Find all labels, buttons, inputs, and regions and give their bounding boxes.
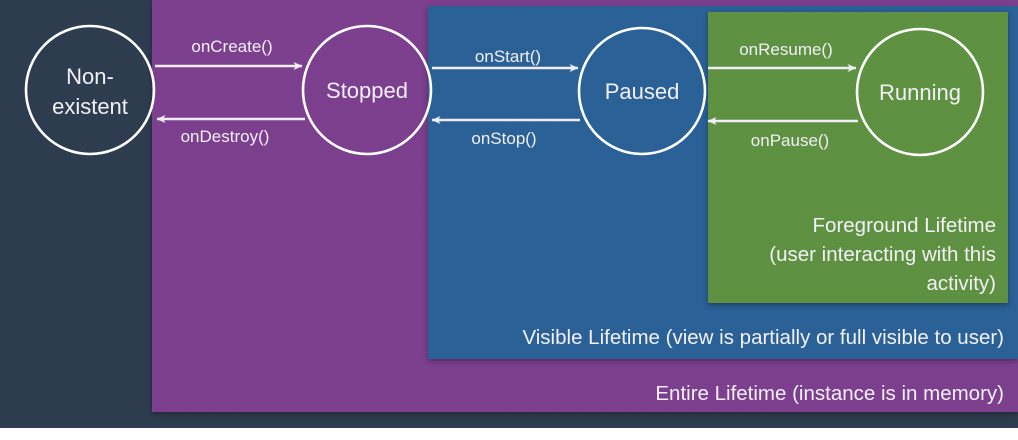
transition-on-create: onCreate() <box>155 37 303 70</box>
state-node-paused[interactable]: Paused <box>577 26 707 156</box>
entire-lifetime-caption: Entire Lifetime (instance is in memory) <box>655 382 1004 405</box>
non-existent-label-line1: Non- <box>66 64 114 89</box>
on-create-label: onCreate() <box>191 37 272 56</box>
state-node-non-existent[interactable]: Non- existent <box>24 24 156 156</box>
foreground-lifetime-caption: Foreground Lifetime (user interacting wi… <box>769 214 996 295</box>
stopped-label: Stopped <box>326 78 408 103</box>
on-pause-label: onPause() <box>751 131 829 150</box>
foreground-caption-line1: Foreground Lifetime <box>813 214 996 237</box>
transition-on-stop: onStop() <box>431 116 580 148</box>
paused-circle <box>577 26 707 156</box>
non-existent-circle <box>24 24 156 156</box>
transition-on-start: onStart() <box>432 47 579 72</box>
paused-label: Paused <box>605 79 680 104</box>
on-stop-label: onStop() <box>471 129 536 148</box>
transition-on-pause: onPause() <box>707 117 858 150</box>
transition-on-destroy: onDestroy() <box>156 115 305 146</box>
running-circle <box>855 27 985 157</box>
running-label: Running <box>879 80 961 105</box>
region-foreground-lifetime <box>708 12 1008 303</box>
visible-lifetime-caption: Visible Lifetime (view is partially or f… <box>522 326 1004 349</box>
stopped-circle <box>301 24 433 156</box>
on-destroy-label: onDestroy() <box>181 127 270 146</box>
state-node-stopped[interactable]: Stopped <box>301 24 433 156</box>
foreground-caption-line2: (user interacting with this <box>769 243 996 266</box>
transition-on-resume: onResume() <box>708 40 857 72</box>
on-resume-label: onResume() <box>739 40 833 59</box>
on-start-label: onStart() <box>475 47 541 66</box>
non-existent-label-line2: existent <box>52 94 128 119</box>
foreground-caption-line3: activity) <box>927 272 996 295</box>
state-node-running[interactable]: Running <box>855 27 985 157</box>
